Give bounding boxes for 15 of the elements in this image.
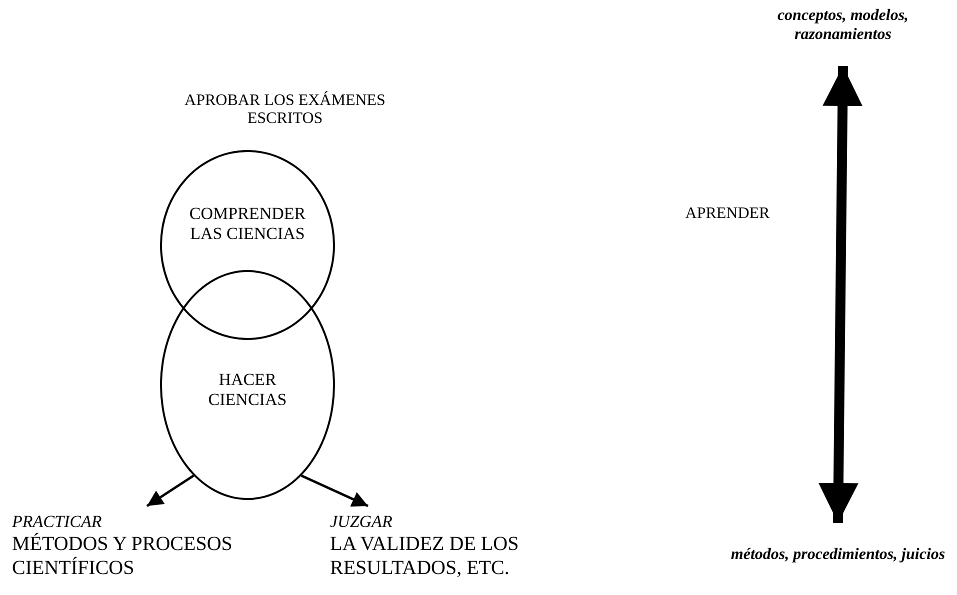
circle-label: HACER CIENCIAS [207,370,288,411]
double-arrow [818,66,863,524]
heading-text: JUZGAR [330,512,394,532]
venn-circle [160,270,335,500]
text-label: APRENDER [684,205,771,223]
text-label: MÉTODOS Y PROCESOS CIENTÍFICOS [12,532,234,580]
arrow [300,474,369,508]
circle-label: COMPRENDER LAS CIENCIAS [188,204,307,245]
arrow [146,474,194,508]
text-label: conceptos, modelos, razonamientos [776,6,910,44]
text-label: APROBAR LOS EXÁMENES ESCRITOS [184,92,386,128]
text-label: métodos, procedimientos, juicios [730,545,946,564]
heading-text: PRACTICAR [12,512,103,532]
venn-circle [160,150,335,340]
text-label: LA VALIDEZ DE LOS RESULTADOS, ETC. [330,532,520,580]
